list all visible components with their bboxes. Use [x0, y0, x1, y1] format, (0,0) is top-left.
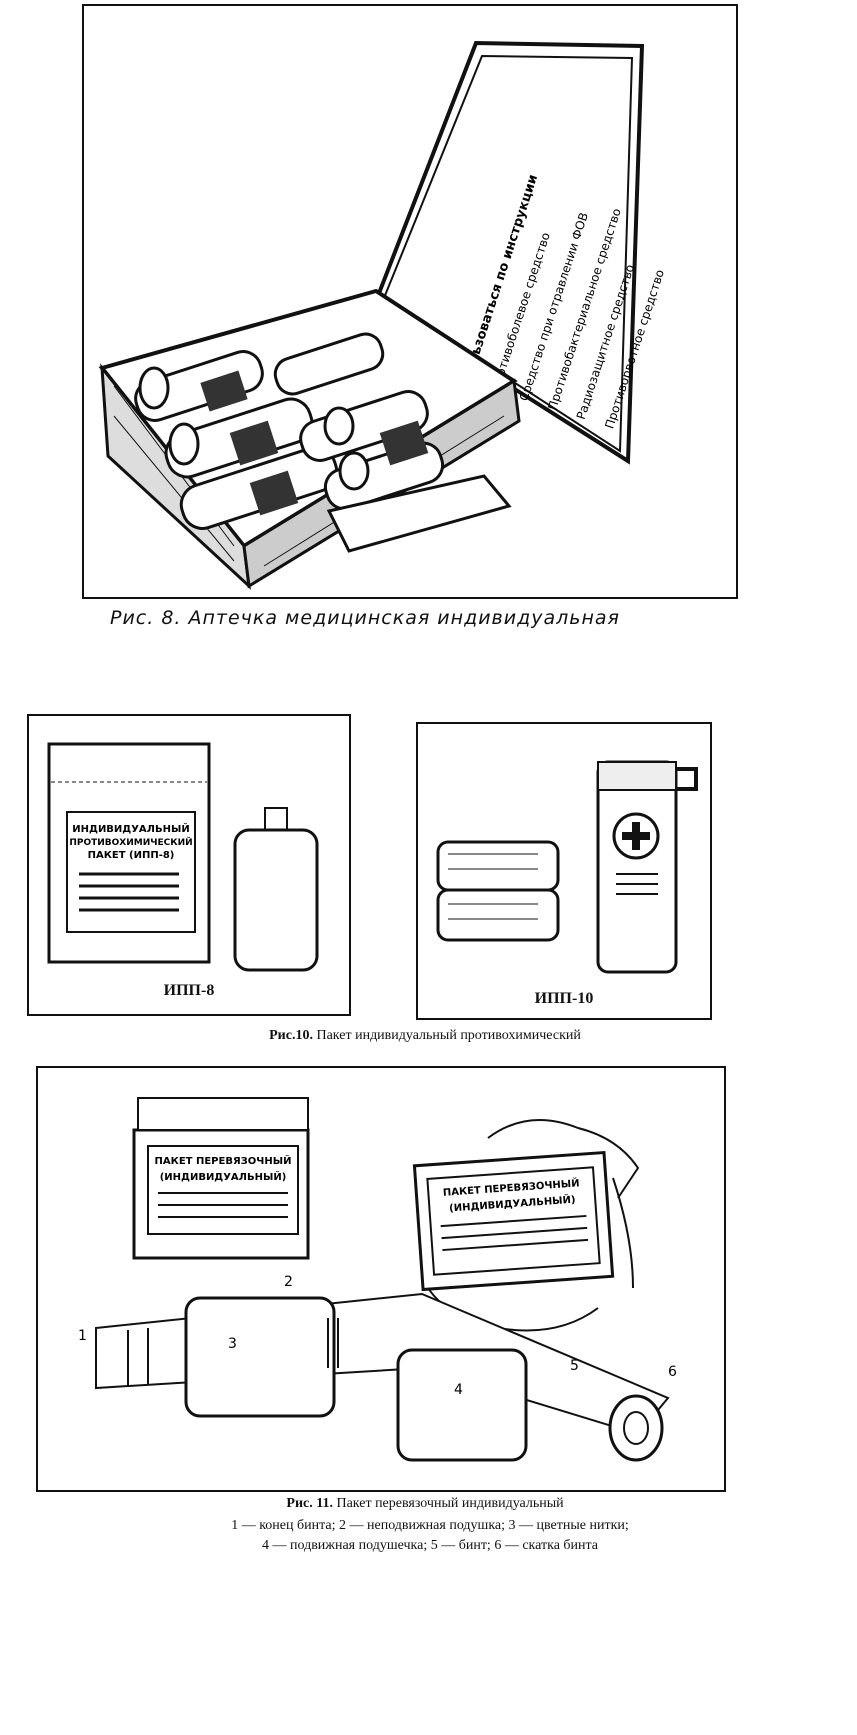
figure-11-legend-line-2: 4 — подвижная подушечка; 5 — бинт; 6 — с…	[261, 1538, 599, 1553]
figure-8-caption: Рис. 8. Аптечка медицинская индивидуальн…	[110, 607, 620, 629]
ipp10-label: ИПП-10	[534, 990, 594, 1007]
first-aid-kit-illustration: Пользоваться по инструкции Противоболево…	[98, 40, 667, 590]
packet-left-line-2: (ИНДИВИДУАЛЬНЫЙ)	[160, 1170, 287, 1183]
label-1: 1	[78, 1328, 87, 1344]
figure-11-caption-text: Пакет перевязочный индивидуальный	[336, 1496, 564, 1511]
label-3: 3	[228, 1336, 237, 1352]
figure-10-caption-text: Пакет индивидуальный противохимический	[316, 1028, 581, 1043]
figure-10-caption: Рис.10. Пакет индивидуальный противохими…	[100, 1028, 750, 1044]
figure-10-caption-prefix: Рис.10.	[269, 1028, 313, 1043]
figure-11-caption-prefix: Рис. 11.	[286, 1496, 333, 1511]
figure-11-caption: Рис. 11. Пакет перевязочный индивидуальн…	[100, 1496, 750, 1512]
ipp8-label-line-1: ИНДИВИДУАЛЬНЫЙ	[72, 822, 189, 835]
ipp10-illustration	[436, 760, 698, 974]
ipp8-label-line-2: ПРОТИВОХИМИЧЕСКИЙ	[69, 836, 192, 848]
ipp8-label-line-3: ПАКЕТ (ИПП-8)	[88, 850, 175, 861]
figure-8-frame: Пользоваться по инструкции Противоболево…	[82, 4, 738, 599]
label-2: 2	[284, 1274, 293, 1290]
packet-left-line-1: ПАКЕТ ПЕРЕВЯЗОЧНЫЙ	[155, 1154, 292, 1167]
dressing-packet-illustration: ПАКЕТ ПЕРЕВЯЗОЧНЫЙ (ИНДИВИДУАЛЬНЫЙ) ПАКЕ…	[78, 1097, 677, 1462]
label-6: 6	[668, 1364, 677, 1380]
ipp8-label: ИПП-8	[163, 982, 215, 999]
label-4: 4	[454, 1382, 463, 1398]
label-5: 5	[570, 1358, 579, 1374]
figure-10-right-frame	[416, 722, 712, 1020]
figure-11-frame: ПАКЕТ ПЕРЕВЯЗОЧНЫЙ (ИНДИВИДУАЛЬНЫЙ) ПАКЕ…	[36, 1066, 726, 1492]
figure-11-legend-line-1: 1 — конец бинта; 2 — неподвижная подушка…	[231, 1518, 629, 1533]
figure-10-left-frame: ИНДИВИДУАЛЬНЫЙ ПРОТИВОХИМИЧЕСКИЙ ПАКЕТ (…	[27, 714, 351, 1016]
ipp8-illustration: ИНДИВИДУАЛЬНЫЙ ПРОТИВОХИМИЧЕСКИЙ ПАКЕТ (…	[47, 742, 319, 972]
